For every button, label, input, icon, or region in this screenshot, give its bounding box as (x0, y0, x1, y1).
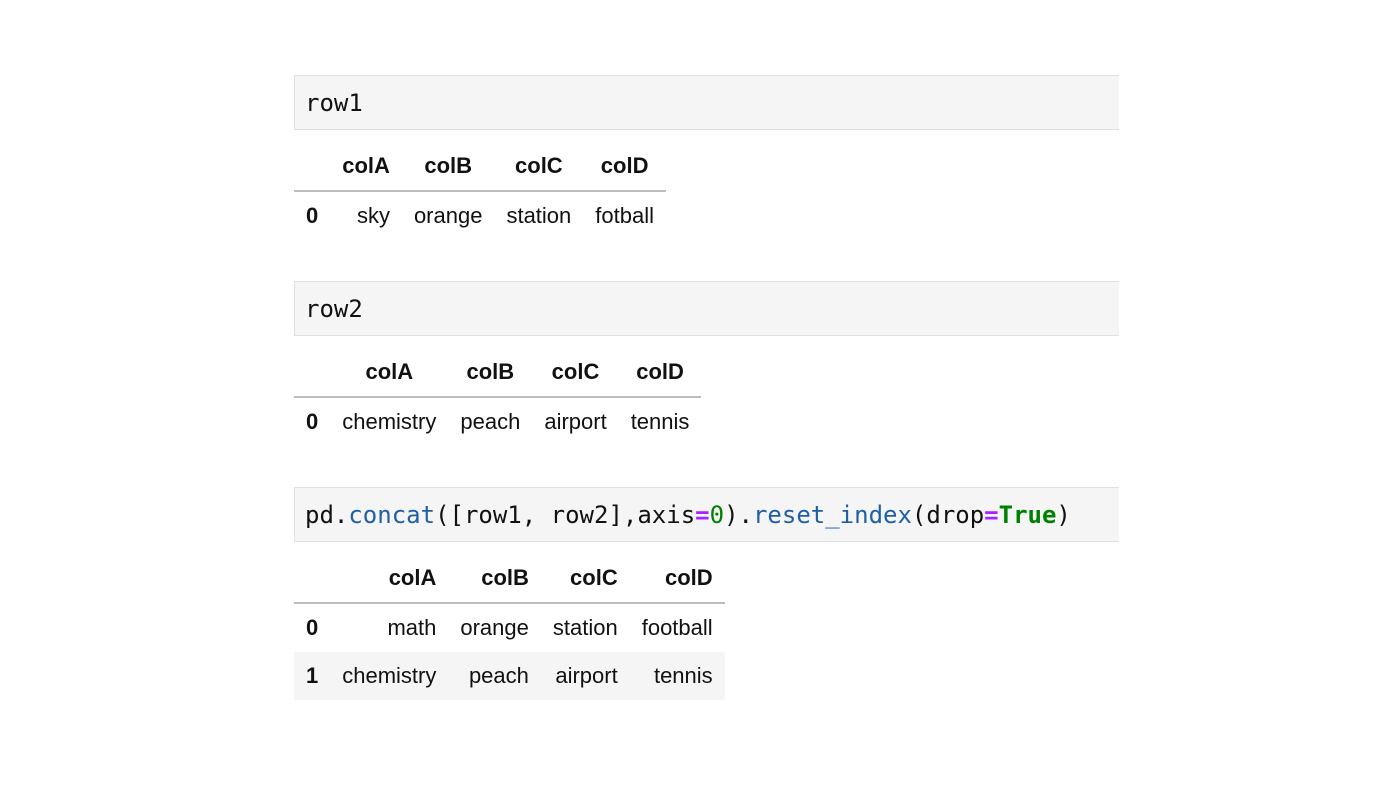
index-header (294, 554, 331, 604)
table-cell: airport (544, 409, 607, 434)
table-cell: sky (356, 203, 390, 228)
column-header: colC (532, 348, 619, 398)
table-cell: tennis (653, 663, 713, 688)
code-token: concat (348, 500, 436, 529)
row-index: 1 (306, 663, 319, 688)
table-cell: orange (413, 203, 483, 228)
table-cell: fotball (595, 203, 654, 228)
code-token: reset_index (752, 500, 912, 529)
code-token: (drop (911, 500, 985, 529)
code-text: pd.concat([row1, row2],axis=0).reset_ind… (305, 501, 1071, 529)
table-cell: station (552, 615, 618, 640)
column-header: colD (618, 348, 702, 398)
table-row: 0 sky orange station fotball (294, 191, 666, 240)
table-cell: chemistry (342, 663, 437, 688)
code-cell-concat[interactable]: pd.concat([row1, row2],axis=0).reset_ind… (294, 487, 1119, 542)
table-cell: tennis (630, 409, 690, 434)
table-row: 0 math orange station football (294, 603, 725, 652)
table-row: 1 chemistry peach airport tennis (294, 652, 725, 700)
column-header: colB (448, 554, 541, 604)
code-token: pd. (305, 500, 349, 529)
table-cell: peach (460, 409, 521, 434)
table-cell: orange (460, 615, 529, 640)
code-token: 0 (709, 500, 725, 529)
column-header: colB (448, 348, 533, 398)
table-cell: peach (468, 663, 529, 688)
dataframe-row2: colA colB colC colD 0 chemistry peach ai… (294, 348, 702, 446)
row-index: 0 (306, 615, 319, 640)
row-index: 0 (306, 203, 319, 228)
code-token: True (998, 500, 1057, 529)
code-text: row2 (305, 294, 363, 323)
code-cell-row2[interactable]: row2 (294, 281, 1119, 336)
table-cell: football (641, 615, 713, 640)
column-header: colD (629, 554, 725, 604)
column-header: colB (401, 142, 495, 192)
column-header: colD (583, 142, 666, 192)
output-concat: colA colB colC colD 0 math orange statio… (294, 542, 1119, 700)
code-token: ). (724, 500, 753, 529)
column-header: colA (330, 348, 449, 398)
table-cell: airport (555, 663, 618, 688)
code-token: = (984, 500, 999, 529)
code-token: = (695, 500, 710, 529)
code-token: ) (1056, 500, 1071, 529)
table-cell: station (506, 203, 572, 228)
table-cell: chemistry (342, 409, 437, 434)
output-row2: colA colB colC colD 0 chemistry peach ai… (294, 336, 1119, 446)
dataframe-concat: colA colB colC colD 0 math orange statio… (294, 554, 725, 700)
code-cell-row1[interactable]: row1 (294, 75, 1119, 130)
column-header: colA (330, 554, 449, 604)
notebook: row1 colA colB colC colD 0 sky orange st… (294, 75, 1119, 700)
code-text: row1 (305, 88, 363, 117)
column-header: colC (494, 142, 584, 192)
code-token: ([row1, row2],axis (435, 500, 696, 529)
index-header (294, 142, 331, 192)
row-index: 0 (306, 409, 319, 434)
output-row1: colA colB colC colD 0 sky orange station… (294, 130, 1119, 240)
column-header: colC (540, 554, 630, 604)
table-cell: math (387, 615, 437, 640)
index-header (294, 348, 331, 398)
dataframe-row1: colA colB colC colD 0 sky orange station… (294, 142, 666, 240)
column-header: colA (330, 142, 402, 192)
table-row: 0 chemistry peach airport tennis (294, 397, 701, 446)
